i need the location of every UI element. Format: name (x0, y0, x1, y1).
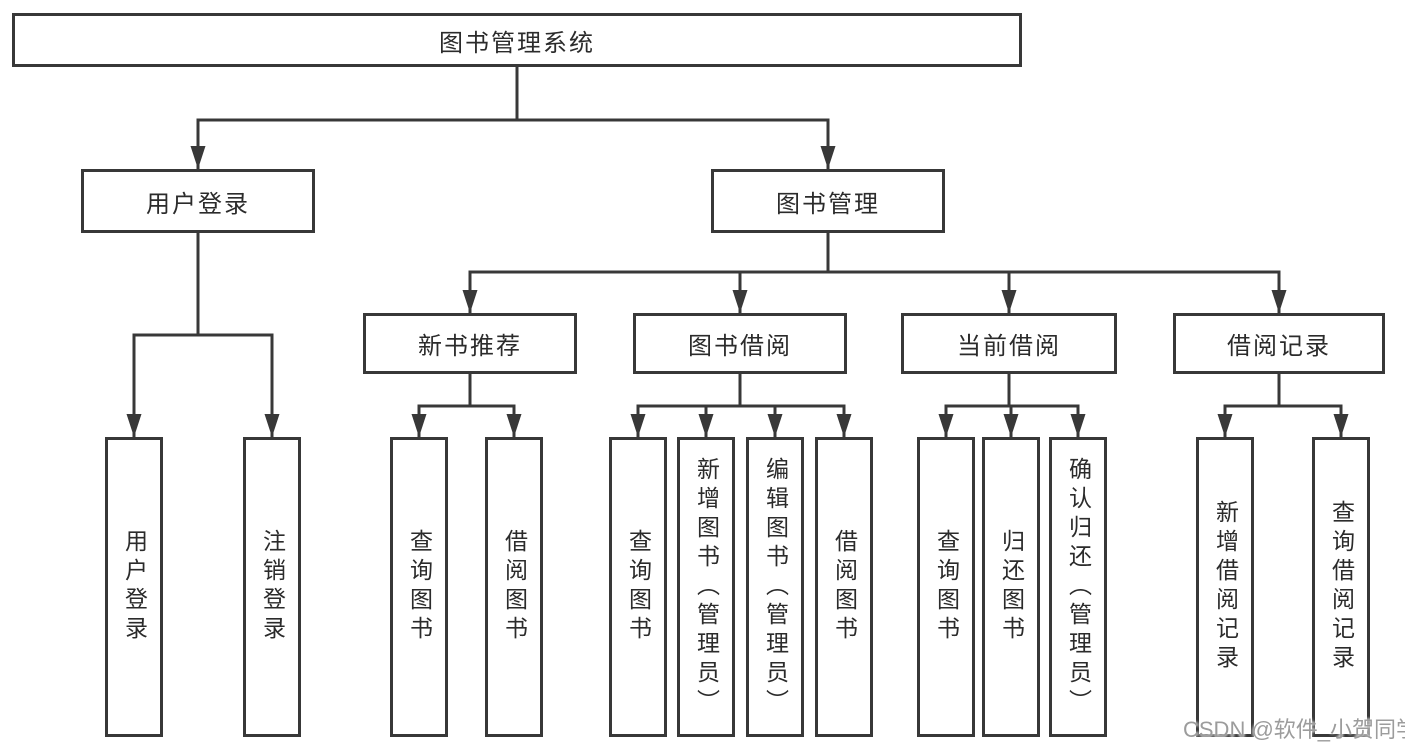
leaf-borrow-books-2-label: 借阅图书 (831, 529, 858, 645)
leaf-borrow-books-1-label: 借阅图书 (501, 529, 528, 645)
node-library-system: 图书管理系统 (12, 13, 1022, 67)
leaf-return-books-label: 归还图书 (998, 529, 1025, 645)
node-book-management-label: 图书管理 (776, 190, 880, 218)
leaf-add-borrow-record-label: 新增借阅记录 (1212, 500, 1239, 674)
node-book-borrowing: 图书借阅 (633, 313, 847, 374)
node-new-book-recommend-label: 新书推荐 (418, 333, 522, 360)
node-current-borrowing-label: 当前借阅 (957, 333, 1061, 360)
node-user-login: 用户登录 (81, 169, 315, 233)
leaf-edit-books-admin-label: 编辑图书（管理员） (762, 456, 789, 718)
leaf-return-books: 归还图书 (982, 437, 1040, 737)
connector-book-borrow-split (636, 374, 846, 408)
leaf-confirm-return-admin: 确认归还（管理员） (1049, 437, 1107, 737)
connector-user-login-split (132, 232, 274, 337)
leaf-query-books-1: 查询图书 (390, 437, 448, 737)
leaf-query-books-3: 查询图书 (917, 437, 975, 737)
leaf-borrow-books-2: 借阅图书 (815, 437, 873, 737)
leaf-user-login: 用户登录 (105, 437, 163, 737)
node-borrow-records: 借阅记录 (1173, 313, 1385, 374)
leaf-add-books-admin: 新增图书（管理员） (677, 437, 735, 737)
csdn-watermark: CSDN @软件_小贺同学 (1183, 717, 1405, 742)
connector-new-books-split (417, 374, 516, 408)
leaf-borrow-books-1: 借阅图书 (485, 437, 543, 737)
leaf-query-books-3-label: 查询图书 (933, 529, 960, 645)
leaf-query-books-2-label: 查询图书 (625, 529, 652, 645)
node-borrow-records-label: 借阅记录 (1227, 333, 1331, 360)
node-new-book-recommend: 新书推荐 (363, 313, 577, 374)
leaf-query-borrow-record: 查询借阅记录 (1312, 437, 1370, 737)
node-user-login-label: 用户登录 (146, 190, 250, 218)
connector-root-split (196, 66, 830, 122)
connector-current-borrow-split (944, 374, 1080, 408)
leaf-add-books-admin-label: 新增图书（管理员） (693, 456, 720, 718)
leaf-logout-label: 注销登录 (259, 529, 286, 645)
leaf-query-books-2: 查询图书 (609, 437, 667, 737)
node-book-borrowing-label: 图书借阅 (688, 333, 792, 360)
leaf-logout: 注销登录 (243, 437, 301, 737)
leaf-confirm-return-admin-label: 确认归还（管理员） (1065, 456, 1092, 718)
node-current-borrowing: 当前借阅 (901, 313, 1117, 374)
leaf-add-borrow-record: 新增借阅记录 (1196, 437, 1254, 737)
connector-borrow-records-split (1223, 374, 1343, 408)
leaf-query-borrow-record-label: 查询借阅记录 (1328, 500, 1355, 674)
leaf-query-books-1-label: 查询图书 (406, 529, 433, 645)
node-library-system-label: 图书管理系统 (439, 29, 595, 57)
leaf-user-login-label: 用户登录 (121, 529, 148, 645)
node-book-management: 图书管理 (711, 169, 945, 233)
leaf-edit-books-admin: 编辑图书（管理员） (746, 437, 804, 737)
connector-book-mgmt-split (468, 232, 1281, 274)
